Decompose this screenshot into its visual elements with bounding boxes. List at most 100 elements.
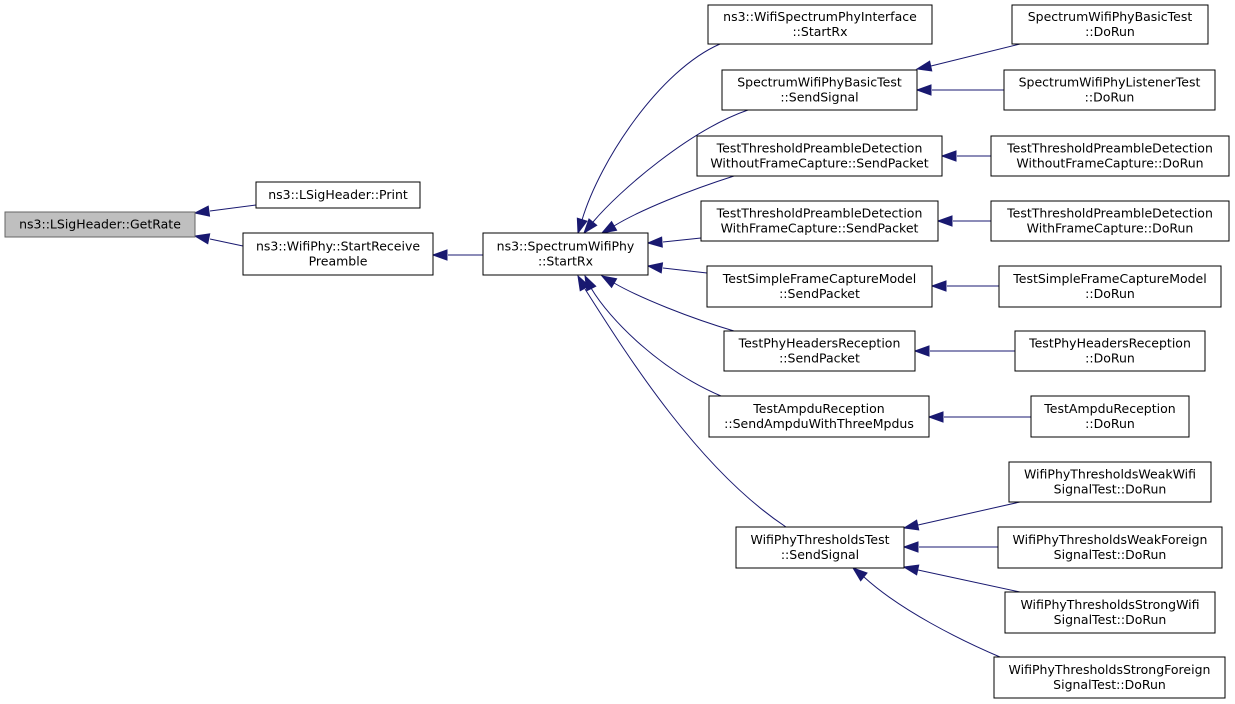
edge-noframe_dorun-to-noframe_sendpacket <box>940 150 991 162</box>
arrowhead-icon <box>646 262 664 274</box>
node-label: ::DoRun <box>1085 286 1135 301</box>
node-label: SpectrumWifiPhyListenerTest <box>1019 75 1201 90</box>
node-box[interactable] <box>735 526 905 569</box>
node-box[interactable] <box>255 181 421 209</box>
node-label: TestThresholdPreambleDetection <box>716 141 923 156</box>
node-spectrum-startrx[interactable]: ns3::SpectrumWifiPhy::StartRx <box>482 232 649 276</box>
edge-line <box>581 43 721 221</box>
node-simplecap-dorun[interactable]: TestSimpleFrameCaptureModel::DoRun <box>998 265 1222 308</box>
node-box[interactable] <box>696 135 943 177</box>
node-box[interactable] <box>708 395 930 438</box>
node-label: ::SendPacket <box>779 351 860 366</box>
node-box[interactable] <box>1030 395 1190 438</box>
node-label: ::DoRun <box>1085 24 1135 39</box>
arrowhead-icon <box>913 345 930 357</box>
node-strongwifi-dorun[interactable]: WifiPhyThresholdsStrongWifiSignalTest::D… <box>1004 591 1216 634</box>
node-print[interactable]: ns3::LSigHeader::Print <box>255 181 421 209</box>
node-simplecap-sendpacket[interactable]: TestSimpleFrameCaptureModel::SendPacket <box>706 265 933 308</box>
node-label: ns3::WifiSpectrumPhyInterface <box>723 9 917 24</box>
node-label: ::SendSignal <box>781 547 859 562</box>
node-box[interactable] <box>700 200 939 242</box>
node-weakwifi-dorun[interactable]: WifiPhyThresholdsWeakWifiSignalTest::DoR… <box>1008 461 1212 503</box>
node-ampdu-send[interactable]: TestAmpduReception::SendAmpduWithThreeMp… <box>708 395 930 438</box>
node-label: TestThresholdPreambleDetection <box>1006 206 1213 221</box>
arrowhead-icon <box>646 236 663 248</box>
arrowhead-icon <box>431 249 448 261</box>
edge-line <box>613 175 735 227</box>
arrowhead-icon <box>927 411 944 423</box>
edge-line <box>863 576 1001 658</box>
node-getrate[interactable]: ns3::LSigHeader::GetRate <box>4 211 196 238</box>
node-box[interactable] <box>1004 591 1216 634</box>
node-weakforeign-dorun[interactable]: WifiPhyThresholdsWeakForeignSignalTest::… <box>997 526 1223 569</box>
edge-line <box>209 204 257 212</box>
arrowhead-icon <box>902 541 919 553</box>
node-thresh-sendsignal[interactable]: WifiPhyThresholdsTest::SendSignal <box>735 526 905 569</box>
arrowhead-icon <box>936 215 953 227</box>
node-listener-dorun[interactable]: SpectrumWifiPhyListenerTest::DoRun <box>1003 69 1216 111</box>
edge-line <box>613 282 735 332</box>
node-strongforeign-dorun[interactable]: WifiPhyThresholdsStrongForeignSignalTest… <box>993 656 1226 699</box>
node-phyhdr-sendpacket[interactable]: TestPhyHeadersReception::SendPacket <box>723 330 916 372</box>
node-basic-sendsignal[interactable]: SpectrumWifiPhyBasicTest::SendSignal <box>721 69 918 111</box>
node-label: WithoutFrameCapture::SendPacket <box>710 156 928 171</box>
edge-thresh_sendsignal-to-spectrum_startrx <box>577 274 787 528</box>
node-noframe-dorun[interactable]: TestThresholdPreambleDetectionWithoutFra… <box>990 135 1230 177</box>
node-box[interactable] <box>723 330 916 372</box>
node-label: SpectrumWifiPhyBasicTest <box>1028 9 1193 24</box>
node-label: TestThresholdPreambleDetection <box>716 206 923 221</box>
node-noframe-sendpacket[interactable]: TestThresholdPreambleDetectionWithoutFra… <box>696 135 943 177</box>
nodes-layer: ns3::LSigHeader::GetRate ns3::LSigHeader:… <box>4 4 1230 699</box>
node-label: TestPhyHeadersReception <box>1028 336 1191 351</box>
edge-iface_startrx-to-spectrum_startrx <box>576 43 721 235</box>
arrowhead-icon <box>576 217 588 235</box>
node-label: WifiPhyThresholdsWeakForeign <box>1013 532 1208 547</box>
edge-line <box>662 267 708 274</box>
node-box[interactable] <box>990 135 1230 177</box>
node-phyhdr-dorun[interactable]: TestPhyHeadersReception::DoRun <box>1014 330 1206 372</box>
node-label: SignalTest::DoRun <box>1053 677 1166 692</box>
node-label: Preamble <box>309 254 368 269</box>
node-withframe-sendpacket[interactable]: TestThresholdPreambleDetectionWithFrameC… <box>700 200 939 242</box>
node-box[interactable] <box>1003 69 1216 111</box>
edge-strongwifi_dorun-to-thresh_sendsignal <box>902 564 1021 593</box>
node-label: ns3::WifiPhy::StartReceive <box>256 239 420 254</box>
node-withframe-dorun[interactable]: TestThresholdPreambleDetectionWithFrameC… <box>990 200 1230 242</box>
edge-line <box>592 109 749 223</box>
node-label: TestSimpleFrameCaptureModel <box>1012 271 1206 286</box>
edge-listener_dorun-to-basic_sendsignal <box>915 84 1004 96</box>
node-iface-startrx[interactable]: ns3::WifiSpectrumPhyInterface::StartRx <box>707 4 933 45</box>
node-box[interactable] <box>990 200 1230 242</box>
node-box[interactable] <box>1011 4 1209 45</box>
node-box[interactable] <box>993 656 1226 699</box>
node-label: WifiPhyThresholdsWeakWifi <box>1024 467 1196 482</box>
edge-spectrum_startrx-to-startreceive <box>431 249 483 261</box>
node-box[interactable] <box>482 232 649 276</box>
node-ampdu-dorun[interactable]: TestAmpduReception::DoRun <box>1030 395 1190 438</box>
arrowhead-icon <box>940 150 957 162</box>
arrowhead-icon <box>600 220 618 234</box>
edges-layer <box>193 43 1031 658</box>
node-label: ::DoRun <box>1085 416 1135 431</box>
node-basic-dorun[interactable]: SpectrumWifiPhyBasicTest::DoRun <box>1011 4 1209 45</box>
node-label: ::SendSignal <box>780 90 858 105</box>
edge-strongforeign_dorun-to-thresh_sendsignal <box>851 567 1001 658</box>
node-box[interactable] <box>1014 330 1206 372</box>
node-box[interactable] <box>1008 461 1212 503</box>
edge-simplecap_sendpacket-to-spectrum_startrx <box>646 262 708 274</box>
node-box[interactable] <box>707 4 933 45</box>
node-box[interactable] <box>721 69 918 111</box>
node-label: TestAmpduReception <box>752 401 884 416</box>
node-box[interactable] <box>4 211 196 238</box>
arrowhead-icon <box>583 218 598 235</box>
edge-line <box>930 43 1021 67</box>
node-box[interactable] <box>706 265 933 308</box>
node-box[interactable] <box>242 232 434 276</box>
arrowhead-icon <box>930 280 947 292</box>
node-box[interactable] <box>997 526 1223 569</box>
node-box[interactable] <box>998 265 1222 308</box>
node-label: SignalTest::DoRun <box>1054 547 1167 562</box>
node-label: WifiPhyThresholdsStrongForeign <box>1009 662 1211 677</box>
node-label: SignalTest::DoRun <box>1054 612 1167 627</box>
